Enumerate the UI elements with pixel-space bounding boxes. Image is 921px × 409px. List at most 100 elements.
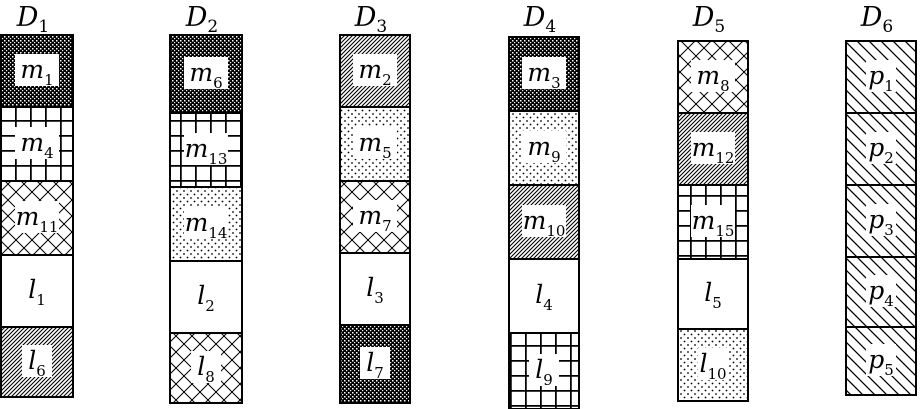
- disk-title: D2: [185, 2, 218, 37]
- label-background: [191, 351, 221, 383]
- block-cell: m10: [508, 184, 580, 260]
- block-cell: m14: [169, 186, 243, 262]
- label-background: [22, 345, 52, 377]
- disk-column-3: D3 m2 m5 m7 l3 l7: [339, 2, 411, 404]
- label-background: [15, 201, 59, 233]
- block-label: m15: [692, 206, 735, 240]
- label-background: [691, 205, 735, 237]
- block-label: m6: [189, 58, 222, 92]
- disk-title: D6: [860, 2, 893, 37]
- label-background: [353, 200, 397, 232]
- block-label: l6: [28, 346, 46, 380]
- block-border: [845, 326, 917, 396]
- block-label: l9: [535, 355, 553, 389]
- block-label: m8: [696, 61, 729, 95]
- disk-title: D3: [354, 2, 387, 37]
- disk-title: D5: [692, 2, 725, 37]
- label-background: [22, 274, 52, 306]
- label-background: [698, 277, 728, 309]
- label-background: [866, 275, 896, 307]
- block-label: l7: [366, 348, 384, 382]
- block-label: p5: [868, 345, 894, 379]
- block-label: l1: [28, 275, 46, 309]
- label-background: [15, 54, 59, 86]
- label-background: [691, 60, 735, 92]
- disk-title: D4: [523, 2, 556, 37]
- block-cell: m1: [0, 34, 74, 108]
- block-cell: m3: [508, 36, 580, 112]
- block-label: p1: [868, 61, 894, 95]
- block-label: m4: [20, 128, 53, 162]
- block-label: m9: [527, 132, 560, 166]
- block-cell: l5: [677, 258, 749, 330]
- label-background: [529, 279, 559, 311]
- disk-column-6: D6 p1 p2 p3 p4 p5: [845, 2, 917, 396]
- block-cell: l4: [508, 258, 580, 334]
- block-border: [508, 332, 580, 409]
- block-label: l4: [535, 280, 553, 314]
- block-border: [169, 332, 243, 404]
- label-background: [698, 348, 728, 380]
- label-background: [866, 204, 896, 236]
- label-background: [15, 127, 59, 159]
- block-label: l2: [197, 281, 215, 315]
- block-cell: m7: [339, 180, 411, 254]
- block-label: m2: [358, 55, 391, 89]
- block-label: m5: [358, 128, 391, 162]
- block-cell: m4: [0, 106, 74, 182]
- label-background: [184, 133, 228, 165]
- disk-column-2: D2 m6 m13 m14 l2 l8: [169, 2, 243, 404]
- label-background: [866, 344, 896, 376]
- label-background: [866, 60, 896, 92]
- block-cell: l7: [339, 324, 411, 404]
- disk-title: D1: [16, 2, 49, 37]
- block-label: m13: [185, 134, 228, 168]
- block-cell: l10: [677, 328, 749, 402]
- block-cell: m15: [677, 184, 749, 260]
- label-background: [184, 57, 228, 89]
- block-label: m7: [358, 201, 391, 235]
- block-cell: l9: [508, 332, 580, 409]
- block-cell: p2: [845, 112, 917, 186]
- label-background: [353, 127, 397, 159]
- block-label: l3: [366, 273, 384, 307]
- block-label: p2: [868, 133, 894, 167]
- block-cell: l1: [0, 254, 74, 328]
- block-label: l10: [699, 349, 726, 383]
- block-border: [339, 324, 411, 404]
- block-cell: p4: [845, 256, 917, 328]
- block-cell: m11: [0, 180, 74, 256]
- label-background: [191, 280, 221, 312]
- label-background: [522, 205, 566, 237]
- label-background: [360, 272, 390, 304]
- block-label: m10: [523, 206, 566, 240]
- label-background: [184, 207, 228, 239]
- block-label: m14: [185, 208, 228, 242]
- label-background: [529, 354, 559, 386]
- label-background: [866, 132, 896, 164]
- block-cell: p1: [845, 40, 917, 114]
- block-label: l5: [704, 278, 722, 312]
- block-label: m1: [20, 55, 53, 89]
- label-background: [522, 57, 566, 89]
- label-background: [522, 131, 566, 163]
- block-cell: m9: [508, 110, 580, 186]
- block-cell: l3: [339, 252, 411, 326]
- block-label: p3: [868, 205, 894, 239]
- block-cell: l8: [169, 332, 243, 404]
- label-background: [360, 347, 390, 379]
- block-cell: p3: [845, 184, 917, 258]
- block-cell: m6: [169, 34, 243, 114]
- block-cell: l2: [169, 260, 243, 334]
- block-label: m11: [16, 202, 59, 236]
- block-cell: m5: [339, 106, 411, 182]
- label-background: [691, 132, 735, 164]
- block-cell: l6: [0, 326, 74, 398]
- block-cell: p5: [845, 326, 917, 396]
- block-cell: m8: [677, 40, 749, 114]
- block-border: [677, 328, 749, 402]
- block-label: l8: [197, 352, 215, 386]
